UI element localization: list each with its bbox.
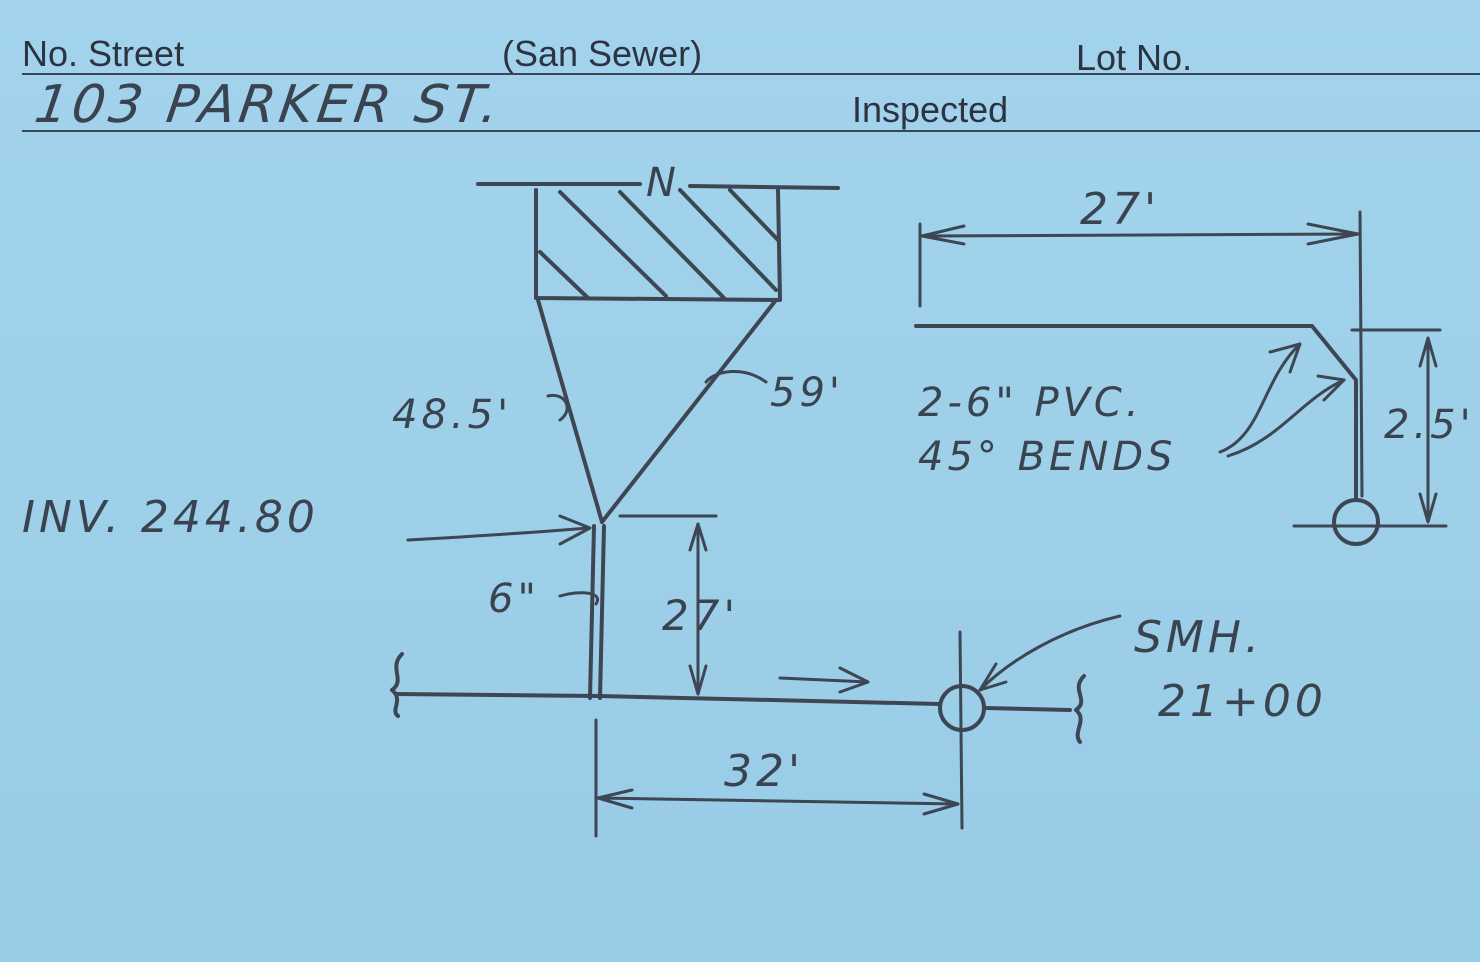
left-lateral (536, 298, 604, 524)
horizontal-dim-line (596, 796, 960, 806)
left-lateral-leader (546, 393, 569, 422)
detail-height-arrow-top (1418, 336, 1438, 368)
main-break-right (1074, 674, 1086, 744)
house-outline (534, 188, 782, 302)
sewer-main (394, 692, 1072, 712)
address-value: 103 PARKER ST. (31, 75, 506, 135)
detail-height-arrow-bottom (1418, 492, 1438, 524)
detail-width-arrow-right (1306, 222, 1360, 246)
street-line (476, 182, 840, 190)
horizontal-dim-arrow-right (922, 792, 960, 816)
right-lateral-leader (704, 369, 768, 384)
vertical-dim-arrow-top (688, 522, 708, 552)
detail-width: 27' (1080, 184, 1160, 235)
service-pipe (588, 524, 606, 700)
right-lateral (600, 298, 778, 524)
san-sewer-label: (San Sewer) (502, 33, 703, 74)
right-lateral-length: 59' (770, 370, 844, 416)
bends-note-line1: 2-6" PVC. (918, 380, 1143, 426)
bends-leader-lower-arrowhead (1316, 374, 1346, 402)
flow-arrow (778, 666, 870, 694)
offset-vertical: 27' (662, 591, 739, 640)
bends-leader-upper-arrowhead (1268, 342, 1302, 374)
bends-leader-upper (1218, 342, 1302, 454)
invert-arrow (406, 526, 590, 542)
left-lateral-length: 48.5' (392, 392, 512, 438)
manhole-leader-arrowhead (978, 662, 1008, 692)
main-break-left (390, 652, 404, 718)
bends-leader-lower (1226, 378, 1346, 458)
header-rule-bottom (22, 130, 1480, 132)
detail-width-line (920, 232, 1360, 238)
detail-width-extension-right (1358, 210, 1364, 498)
house-hatch (538, 188, 780, 300)
manhole-leader (978, 614, 1122, 692)
lot-no-label: Lot No. (1076, 37, 1193, 78)
detail-height: 2.5' (1384, 402, 1475, 448)
north-marker: N (646, 160, 680, 206)
detail-width-arrow-left (920, 224, 966, 246)
pipe-size: 6" (488, 576, 540, 622)
invert-label: INV. 244.80 (22, 492, 319, 543)
invert-arrowhead (558, 514, 592, 546)
vertical-dim-arrow-bottom (688, 664, 708, 696)
inspected-label: Inspected (852, 89, 1009, 130)
detail-pipe-run (914, 324, 1358, 500)
manhole-station: 21+00 (1158, 676, 1327, 727)
horizontal-dim-arrow-left (596, 788, 634, 810)
header-rule-top (22, 73, 1480, 75)
manhole-crosshair (958, 630, 964, 830)
detail-manhole-circle (1332, 498, 1380, 546)
offset-horizontal: 32' (724, 746, 804, 797)
manhole-label: SMH. (1134, 612, 1263, 663)
pipe-size-leader (558, 591, 600, 606)
no-street-label: No. Street (22, 33, 185, 74)
bends-note-line2: 45° BENDS (918, 434, 1176, 480)
